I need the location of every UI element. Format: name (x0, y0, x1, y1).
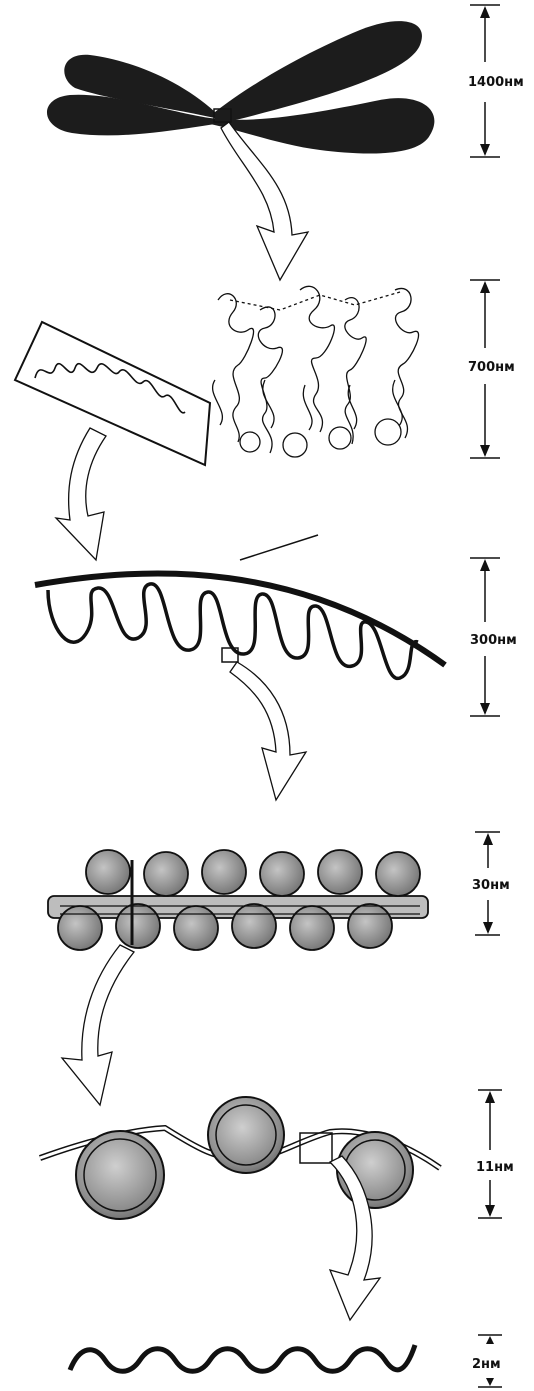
arrow-2 (56, 428, 106, 560)
scale-label-1400: 1400нм (468, 75, 524, 90)
scale-bars (470, 5, 502, 1387)
scale-bar-11 (478, 1090, 502, 1218)
nucleosome-beads (40, 1097, 440, 1219)
scale-label-300: 300нм (470, 633, 517, 648)
dna-wave (70, 1345, 415, 1371)
scale-label-2: 2нм (472, 1357, 501, 1372)
solenoid-fiber (48, 850, 428, 950)
inset-box (15, 322, 210, 465)
scale-label-11: 11нм (476, 1160, 514, 1175)
scale-label-30: 30нм (472, 878, 510, 893)
chromatin-loops (213, 286, 419, 457)
chromosome (47, 21, 434, 153)
scale-label-700: 700нм (468, 360, 515, 375)
arrow-3 (230, 662, 306, 800)
arrow-4 (62, 945, 134, 1105)
